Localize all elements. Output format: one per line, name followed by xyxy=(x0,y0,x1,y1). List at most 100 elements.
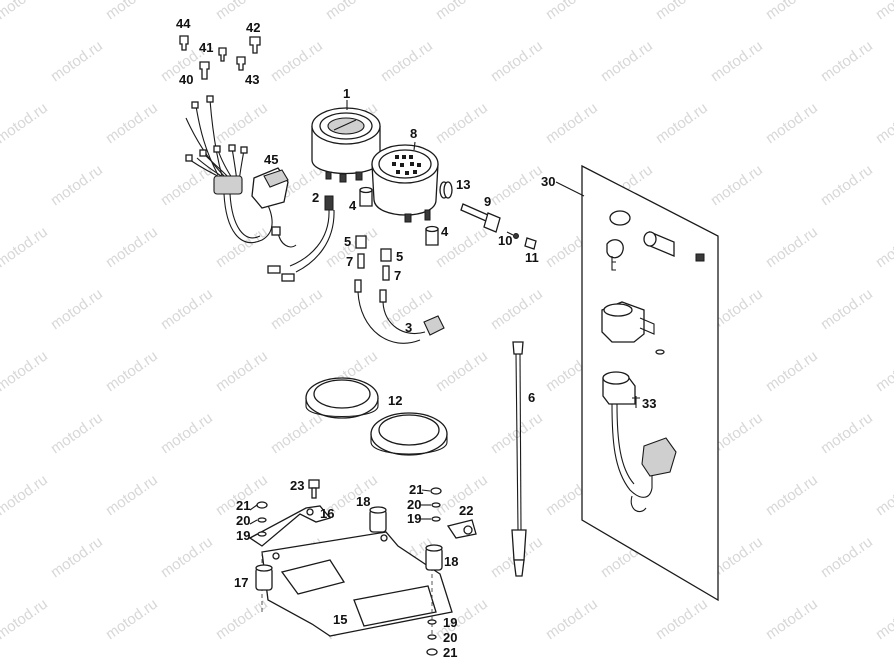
washer-19b xyxy=(431,516,441,522)
rubber-mount-18b xyxy=(425,544,443,571)
callout-5a: 5 xyxy=(344,234,351,249)
watermark-text: motod.ru xyxy=(48,161,106,209)
watermark-text: motod.ru xyxy=(873,595,894,643)
watermark-text: motod.ru xyxy=(268,409,326,457)
bolt-23 xyxy=(308,479,320,499)
watermark-text: motod.ru xyxy=(873,99,894,147)
watermark-text: motod.ru xyxy=(103,347,161,395)
watermark-text: motod.ru xyxy=(433,0,491,23)
callout-5b: 5 xyxy=(396,249,403,264)
watermark-text: motod.ru xyxy=(653,595,711,643)
callout-3: 3 xyxy=(405,320,412,335)
watermark-text: motod.ru xyxy=(158,161,216,209)
callout-6: 6 xyxy=(528,390,535,405)
callout-labels: 1 2 3 4 4 5 5 6 7 7 8 9 10 11 12 13 15 1… xyxy=(176,16,656,660)
watermark-text: motod.ru xyxy=(268,285,326,333)
watermark-text: motod.ru xyxy=(763,471,821,519)
wiring-harness-45 xyxy=(185,95,289,244)
watermark-text: motod.ru xyxy=(763,595,821,643)
callout-43: 43 xyxy=(245,72,259,87)
watermark-text: motod.ru xyxy=(158,533,216,581)
callout-19a: 19 xyxy=(236,528,250,543)
washer-19c xyxy=(427,619,437,625)
callout-20a: 20 xyxy=(236,513,250,528)
callout-15: 15 xyxy=(333,612,347,627)
socket-5b xyxy=(380,248,392,262)
bulb-holder-4b xyxy=(425,225,439,246)
watermark-text: motod.ru xyxy=(268,37,326,85)
leader-lines xyxy=(249,100,585,539)
callout-18a: 18 xyxy=(356,494,370,509)
watermark-text: motod.ru xyxy=(598,37,656,85)
watermark-text: motod.ru xyxy=(48,533,106,581)
callout-7b: 7 xyxy=(394,268,401,283)
watermark-text: motod.ru xyxy=(818,409,876,457)
watermark-text: motod.ru xyxy=(213,347,271,395)
watermark-text: motod.ru xyxy=(433,99,491,147)
washer-13 xyxy=(439,181,453,199)
watermark-text: motod.ru xyxy=(708,161,766,209)
watermark-text: motod.ru xyxy=(818,285,876,333)
callout-22: 22 xyxy=(459,503,473,518)
callout-13: 13 xyxy=(456,177,470,192)
bracket-16 xyxy=(248,505,332,547)
speedometer-1 xyxy=(311,107,381,183)
ring-12a xyxy=(305,377,379,419)
callout-4b: 4 xyxy=(441,224,449,239)
washer-19a xyxy=(257,531,267,537)
callout-42: 42 xyxy=(246,20,260,35)
watermark-layer: motod.ru motod.ru motod.ru motod.ru motod.ru… xyxy=(0,0,894,643)
watermark-text: motod.ru xyxy=(818,37,876,85)
callout-2: 2 xyxy=(312,190,319,205)
watermark-text: motod.ru xyxy=(543,99,601,147)
speedometer-cable-6 xyxy=(511,341,527,577)
nut-21a xyxy=(256,501,268,509)
bulb-42 xyxy=(249,36,261,54)
callout-10: 10 xyxy=(498,233,512,248)
ignition-switch-panel-30 xyxy=(581,164,719,602)
callout-1: 1 xyxy=(343,86,350,101)
watermark-text: motod.ru xyxy=(488,37,546,85)
watermark-text: motod.ru xyxy=(378,37,436,85)
callout-21a: 21 xyxy=(236,498,250,513)
bracket-22 xyxy=(446,519,477,539)
watermark-text: motod.ru xyxy=(0,99,51,147)
watermark-text: motod.ru xyxy=(873,223,894,271)
callout-21b: 21 xyxy=(409,482,423,497)
watermark-text: motod.ru xyxy=(0,471,51,519)
watermark-text: motod.ru xyxy=(323,0,381,23)
callout-20b: 20 xyxy=(407,497,421,512)
bulb-40 xyxy=(199,61,210,80)
watermark-text: motod.ru xyxy=(103,223,161,271)
watermark-text: motod.ru xyxy=(103,595,161,643)
watermark-text: motod.ru xyxy=(653,99,711,147)
washer-20a xyxy=(257,517,267,523)
washer-20b xyxy=(431,502,441,508)
watermark-text: motod.ru xyxy=(488,161,546,209)
callout-23: 23 xyxy=(290,478,304,493)
callout-41: 41 xyxy=(199,40,213,55)
watermark-text: motod.ru xyxy=(48,285,106,333)
watermark-text: motod.ru xyxy=(158,285,216,333)
callout-40: 40 xyxy=(179,72,193,87)
callout-9: 9 xyxy=(484,194,491,209)
callout-18b: 18 xyxy=(444,554,458,569)
watermark-text: motod.ru xyxy=(543,0,601,23)
watermark-text: motod.ru xyxy=(543,595,601,643)
watermark-text: motod.ru xyxy=(763,223,821,271)
cable-2 xyxy=(267,195,335,282)
socket-5a xyxy=(355,235,367,249)
watermark-text: motod.ru xyxy=(0,347,51,395)
watermark-text: motod.ru xyxy=(873,0,894,23)
bulb-44 xyxy=(179,35,189,51)
bulb-holder-4a xyxy=(359,186,373,207)
mounting-frame-15 xyxy=(261,531,453,640)
watermark-text: motod.ru xyxy=(433,347,491,395)
bulb-43 xyxy=(236,56,246,71)
watermark-text: motod.ru xyxy=(818,161,876,209)
callout-8: 8 xyxy=(410,126,417,141)
nut-10 xyxy=(506,231,519,239)
callout-21c: 21 xyxy=(443,645,457,660)
callout-4a: 4 xyxy=(349,198,357,213)
watermark-text: motod.ru xyxy=(48,409,106,457)
